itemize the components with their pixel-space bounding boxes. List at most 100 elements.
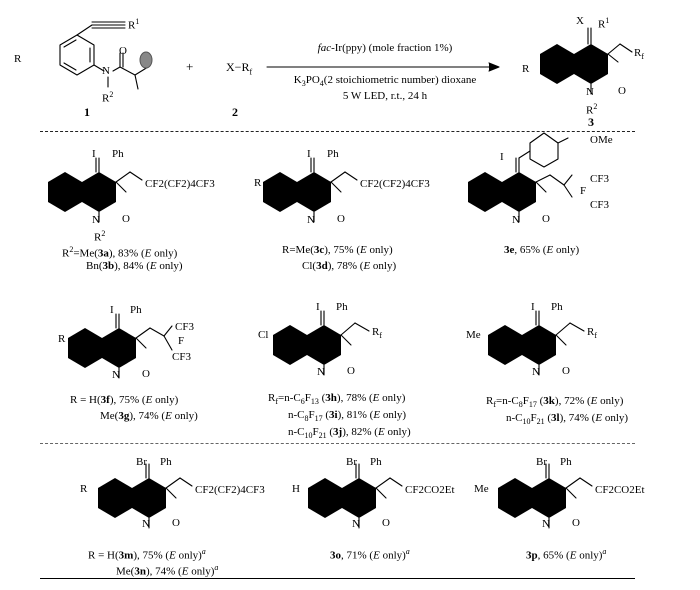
c3p-Br-label: Br — [536, 456, 547, 468]
c3k-O-label: O — [562, 365, 570, 377]
c3e-F-label: F — [580, 185, 587, 197]
c3a-O-label: O — [122, 213, 130, 225]
c3h-Cl-label: Cl — [258, 329, 269, 341]
reaction-arrow — [266, 62, 500, 72]
c3c-O-label: O — [337, 213, 345, 225]
c3c-Ph-label: Ph — [327, 148, 339, 160]
c3k-Rf-label: Rf — [587, 326, 598, 341]
condition-base-solvent: K3PO4(2 stoichiometric number) dioxane — [293, 74, 477, 89]
condition-light: 5 W LED, r.t., 24 h — [342, 90, 428, 102]
caption-3h: Rf=n-C6F13 (3h), 78% (E only) — [268, 392, 406, 407]
caption-3d: Cl(3d), 78% (E only) — [302, 260, 397, 272]
c3e-I-label: I — [500, 151, 504, 163]
c3f-I-label: I — [110, 304, 114, 316]
p3-X-label: X — [576, 15, 584, 27]
c3p-Ph-label: Ph — [560, 456, 572, 468]
compound-1-number: 1 — [84, 105, 90, 119]
r1-O-label: O — [119, 45, 127, 57]
c3c-R-label: R — [254, 177, 262, 189]
c3e-N-label: N — [512, 214, 520, 226]
p3-Rf-label: Rf — [634, 47, 645, 62]
caption-3f: R = H(3f), 75% (E only) — [70, 394, 179, 406]
c3c-I-label: I — [307, 148, 311, 160]
reactant-1-structure — [59, 21, 153, 90]
compound-3a3b-structure — [48, 157, 143, 223]
c3e-CF3a-label: CF3 — [590, 173, 609, 185]
compound-2-number: 2 — [232, 105, 238, 119]
caption-3m: R = H(3m), 75% (E only)a — [88, 547, 206, 562]
p3-N-label: N — [586, 86, 594, 98]
c3e-CF3b-label: CF3 — [590, 199, 609, 211]
c3h-N-label: N — [317, 366, 325, 378]
caption-3p: 3p, 65% (E only)a — [526, 547, 607, 562]
c3f-CF3a-label: CF3 — [175, 321, 194, 333]
c3o-Br-label: Br — [346, 456, 357, 468]
c3f-O-label: O — [142, 368, 150, 380]
c3o-chain-label: CF2CO2Et — [405, 484, 455, 496]
c3m-O-label: O — [172, 517, 180, 529]
compound-3f3g-structure — [68, 313, 173, 379]
p3-R1-label: R1 — [598, 16, 610, 31]
r1-R2-label: R2 — [102, 90, 114, 105]
c3e-O-label: O — [542, 213, 550, 225]
condition-catalyst: fac-Ir(ppy) (mole fraction 1%) — [317, 42, 453, 54]
plus-sign: + — [186, 59, 194, 74]
c3a-R2-label: R2 — [94, 229, 106, 244]
caption-3e: 3e, 65% (E only) — [504, 244, 580, 256]
compound-3c3d-structure — [263, 157, 358, 223]
caption-3o: 3o, 71% (E only)a — [330, 547, 410, 562]
caption-3a: R2=Me(3a), 83% (E only) — [62, 245, 178, 260]
c3m-N-label: N — [142, 518, 150, 530]
c3m-chain-label: CF2(CF2)4CF3 — [195, 484, 265, 496]
c3m-Ph-label: Ph — [160, 456, 172, 468]
compound-3h3j-structure — [273, 310, 370, 376]
c3o-Ph-label: Ph — [370, 456, 382, 468]
c3h-Ph-label: Ph — [336, 301, 348, 313]
compound-3p-structure — [498, 463, 593, 529]
c3f-N-label: N — [112, 369, 120, 381]
c3a-I-label: I — [92, 148, 96, 160]
c3f-CF3b-label: CF3 — [172, 351, 191, 363]
c3p-O-label: O — [572, 517, 580, 529]
r1-R1-label: R1 — [128, 17, 140, 32]
product-3-structure — [540, 27, 633, 95]
c3a-N-label: N — [92, 214, 100, 226]
bottom-rule — [40, 578, 635, 579]
caption-3k: Rf=n-C8F17 (3k), 72% (E only) — [486, 395, 624, 410]
c3p-chain-label: CF2CO2Et — [595, 484, 645, 496]
c3c-chain-label: CF2(CF2)4CF3 — [360, 178, 430, 190]
compound-3k3l-structure — [488, 310, 585, 376]
compound-3-number: 3 — [588, 115, 594, 129]
p3-O-label: O — [618, 85, 626, 97]
c3p-Me-label: Me — [474, 483, 489, 495]
c3o-H-label: H — [292, 483, 300, 495]
c3f-R-label: R — [58, 333, 66, 345]
c3h-I-label: I — [316, 301, 320, 313]
caption-3g: Me(3g), 74% (E only) — [100, 410, 198, 422]
compound-3m3n-structure — [98, 463, 193, 529]
c3a-chain-label: CF2(CF2)4CF3 — [145, 178, 215, 190]
section-divider-middle — [40, 443, 635, 444]
c3c-N-label: N — [307, 214, 315, 226]
c3h-O-label: O — [347, 365, 355, 377]
c3a-Ph-label: Ph — [112, 148, 124, 160]
caption-3j: n-C10F21 (3j), 82% (E only) — [288, 426, 411, 441]
r1-N-label: N — [102, 65, 110, 77]
caption-3l: n-C10F21 (3l), 74% (E only) — [506, 412, 629, 427]
compound-3o-structure — [308, 463, 403, 529]
c3f-F-label: F — [178, 335, 185, 347]
c3k-Me-label: Me — [466, 329, 481, 341]
c3p-N-label: N — [542, 518, 550, 530]
caption-3i: n-C8F17 (3i), 81% (E only) — [288, 409, 407, 424]
c3h-Rf-label: Rf — [372, 326, 383, 341]
c3k-N-label: N — [532, 366, 540, 378]
c3m-Br-label: Br — [136, 456, 147, 468]
r1-R-label: R — [14, 53, 22, 65]
c3m-R-label: R — [80, 483, 88, 495]
compound-3e-structure — [468, 132, 573, 223]
c3f-Ph-label: Ph — [130, 304, 142, 316]
c3e-OMe-label: OMe — [590, 134, 613, 146]
caption-3c: R=Me(3c), 75% (E only) — [282, 244, 393, 256]
caption-3b: Bn(3b), 84% (E only) — [86, 260, 183, 272]
c3k-Ph-label: Ph — [551, 301, 563, 313]
